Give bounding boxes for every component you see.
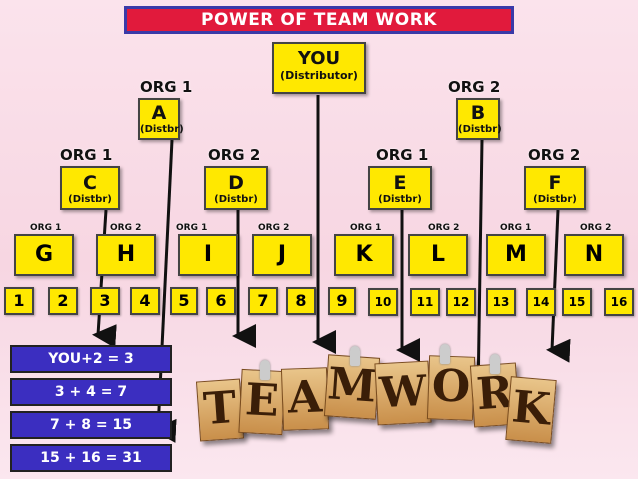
- node-a-sub: (Distbr): [140, 124, 184, 135]
- node-i: I: [178, 234, 238, 276]
- org-label-c: ORG 1: [60, 146, 113, 164]
- person-figure-4: [490, 354, 500, 374]
- org-label-e: ORG 1: [376, 146, 429, 164]
- node-a: A (Distbr): [138, 98, 184, 140]
- number-15: 15: [562, 288, 592, 316]
- person-figure-3: [440, 344, 450, 364]
- equation-4: 15 + 16 = 31: [10, 444, 172, 472]
- number-9: 9: [328, 287, 356, 315]
- number-5: 5: [170, 287, 198, 315]
- org-label-j: ORG 2: [258, 223, 290, 233]
- number-6: 6: [206, 287, 236, 315]
- node-c-sub: (Distbr): [68, 194, 112, 205]
- node-d: D (Distbr): [204, 166, 268, 210]
- number-14: 14: [526, 288, 556, 316]
- node-c: C (Distbr): [60, 166, 120, 210]
- number-12: 12: [446, 288, 476, 316]
- line-b: [472, 139, 497, 408]
- node-you-label: YOU: [297, 48, 341, 69]
- person-figure-2: [350, 346, 360, 366]
- number-10: 10: [368, 288, 398, 316]
- number-13: 13: [486, 288, 516, 316]
- equation-2: 3 + 4 = 7: [10, 378, 172, 406]
- slide-title: POWER OF TEAM WORK: [124, 6, 514, 34]
- block-w: W: [374, 360, 432, 426]
- org-label-b: ORG 2: [448, 78, 501, 96]
- block-k: K: [505, 376, 557, 444]
- node-you-sub: (Distributor): [280, 69, 358, 82]
- org-label-h: ORG 2: [110, 223, 142, 233]
- node-d-label: D: [228, 172, 244, 194]
- node-m: M: [486, 234, 546, 276]
- equation-3: 7 + 8 = 15: [10, 411, 172, 439]
- node-k: K: [334, 234, 394, 276]
- node-b: B (Distbr): [456, 98, 502, 140]
- number-4: 4: [130, 287, 160, 315]
- number-3: 3: [90, 287, 120, 315]
- node-b-label: B: [470, 102, 486, 124]
- node-a-label: A: [151, 102, 167, 124]
- number-8: 8: [286, 287, 316, 315]
- node-g: G: [14, 234, 74, 276]
- number-7: 7: [248, 287, 278, 315]
- person-figure-1: [260, 360, 270, 380]
- number-16: 16: [604, 288, 634, 316]
- node-n: N: [564, 234, 624, 276]
- org-label-g: ORG 1: [30, 223, 62, 233]
- org-label-i: ORG 1: [176, 223, 208, 233]
- node-c-label: C: [83, 172, 97, 194]
- org-label-f: ORG 2: [528, 146, 581, 164]
- node-you: YOU (Distributor): [272, 42, 366, 94]
- node-e: E (Distbr): [368, 166, 432, 210]
- node-l: L: [408, 234, 468, 276]
- number-2: 2: [48, 287, 78, 315]
- org-label-n: ORG 2: [580, 223, 612, 233]
- org-label-l: ORG 2: [428, 223, 460, 233]
- block-t: T: [195, 378, 245, 442]
- org-label-k: ORG 1: [350, 223, 382, 233]
- node-j: J: [252, 234, 312, 276]
- node-f-sub: (Distbr): [533, 194, 577, 205]
- number-1: 1: [4, 287, 34, 315]
- node-e-sub: (Distbr): [378, 194, 422, 205]
- node-b-sub: (Distbr): [458, 124, 502, 135]
- node-f: F (Distbr): [524, 166, 586, 210]
- node-d-sub: (Distbr): [214, 194, 258, 205]
- node-h: H: [96, 234, 156, 276]
- node-f-label: F: [548, 172, 562, 194]
- number-11: 11: [410, 288, 440, 316]
- node-e-label: E: [393, 172, 407, 194]
- block-o: O: [426, 355, 476, 421]
- block-a: A: [280, 367, 330, 431]
- equation-1: YOU+2 = 3: [10, 345, 172, 373]
- org-label-d: ORG 2: [208, 146, 261, 164]
- org-label-a: ORG 1: [140, 78, 193, 96]
- line-f: [546, 209, 571, 363]
- org-label-m: ORG 1: [500, 223, 532, 233]
